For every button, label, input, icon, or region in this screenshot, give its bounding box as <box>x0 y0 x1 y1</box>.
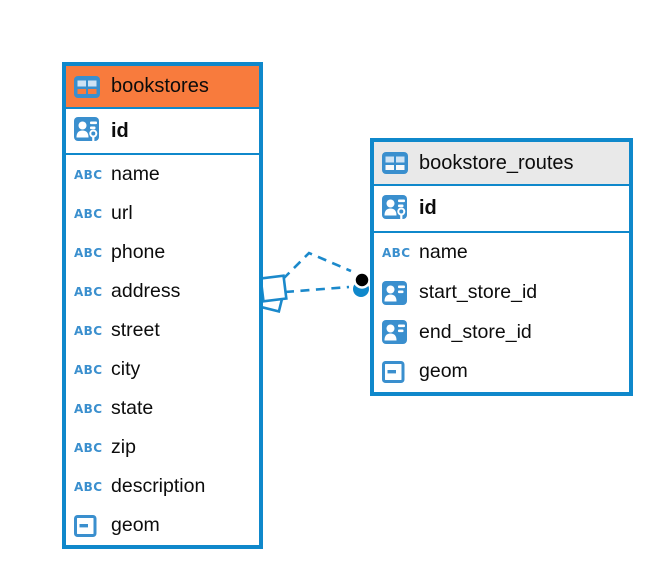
field-label: end_store_id <box>419 320 532 343</box>
relationship-line-upper[interactable] <box>282 251 352 280</box>
field-label: name <box>111 163 160 185</box>
text-type-icon: ABC <box>382 245 411 260</box>
text-type-icon: ABC <box>74 401 103 416</box>
relationship-marker-dot[interactable] <box>353 271 371 298</box>
field-label: url <box>111 202 133 224</box>
primary-key-icon <box>74 116 102 146</box>
table-title: bookstores <box>111 75 209 97</box>
field-label: geom <box>419 360 468 383</box>
table-title: bookstore_routes <box>419 151 574 174</box>
field-label: description <box>111 475 206 497</box>
table-header[interactable]: bookstores <box>66 66 259 109</box>
primary-key-label: id <box>419 197 437 219</box>
field-row[interactable]: geom <box>374 352 629 392</box>
primary-key-row[interactable]: id <box>66 109 259 155</box>
table-node-bookstore-routes[interactable]: bookstore_routes id ABC name <box>370 138 633 396</box>
text-type-icon: ABC <box>74 323 103 338</box>
table-header[interactable]: bookstore_routes <box>374 142 629 186</box>
text-type-icon: ABC <box>74 167 103 182</box>
field-row[interactable]: ABC zip <box>66 428 259 467</box>
field-row[interactable]: ABC phone <box>66 233 259 272</box>
field-label: address <box>111 280 181 302</box>
text-type-icon: ABC <box>74 206 103 221</box>
relationship-line-lower[interactable] <box>284 285 350 294</box>
field-row[interactable]: ABC address <box>66 272 259 311</box>
field-label: street <box>111 319 160 341</box>
field-row[interactable]: ABC street <box>66 311 259 350</box>
primary-key-row[interactable]: id <box>374 186 629 233</box>
field-row[interactable]: ABC name <box>374 233 629 273</box>
text-type-icon: ABC <box>74 440 103 455</box>
text-type-icon: ABC <box>74 362 103 377</box>
table-icon <box>382 152 410 174</box>
field-label: state <box>111 397 154 419</box>
geometry-type-icon <box>382 360 410 383</box>
field-label: start_store_id <box>419 281 538 304</box>
field-row[interactable]: ABC city <box>66 350 259 389</box>
primary-key-label: id <box>111 119 129 142</box>
field-row[interactable]: start_store_id <box>374 273 629 313</box>
field-row[interactable]: geom <box>66 506 259 545</box>
field-row[interactable]: ABC name <box>66 155 259 194</box>
reference-type-icon <box>382 280 410 305</box>
table-node-bookstores[interactable]: bookstores id ABC name ABC url ABC phone… <box>62 62 263 549</box>
table-icon <box>74 75 102 98</box>
field-label: city <box>111 358 141 380</box>
field-label: geom <box>111 514 160 536</box>
text-type-icon: ABC <box>74 284 103 299</box>
field-row[interactable]: end_store_id <box>374 312 629 352</box>
field-label: zip <box>111 436 136 458</box>
field-row[interactable]: ABC state <box>66 389 259 428</box>
text-type-icon: ABC <box>74 245 103 260</box>
geometry-type-icon <box>74 514 102 537</box>
field-row[interactable]: ABC url <box>66 194 259 233</box>
field-row[interactable]: ABC description <box>66 467 259 506</box>
field-label: phone <box>111 241 166 263</box>
text-type-icon: ABC <box>74 479 103 494</box>
field-label: name <box>419 241 468 264</box>
reference-type-icon <box>382 320 410 345</box>
primary-key-icon <box>382 194 410 224</box>
